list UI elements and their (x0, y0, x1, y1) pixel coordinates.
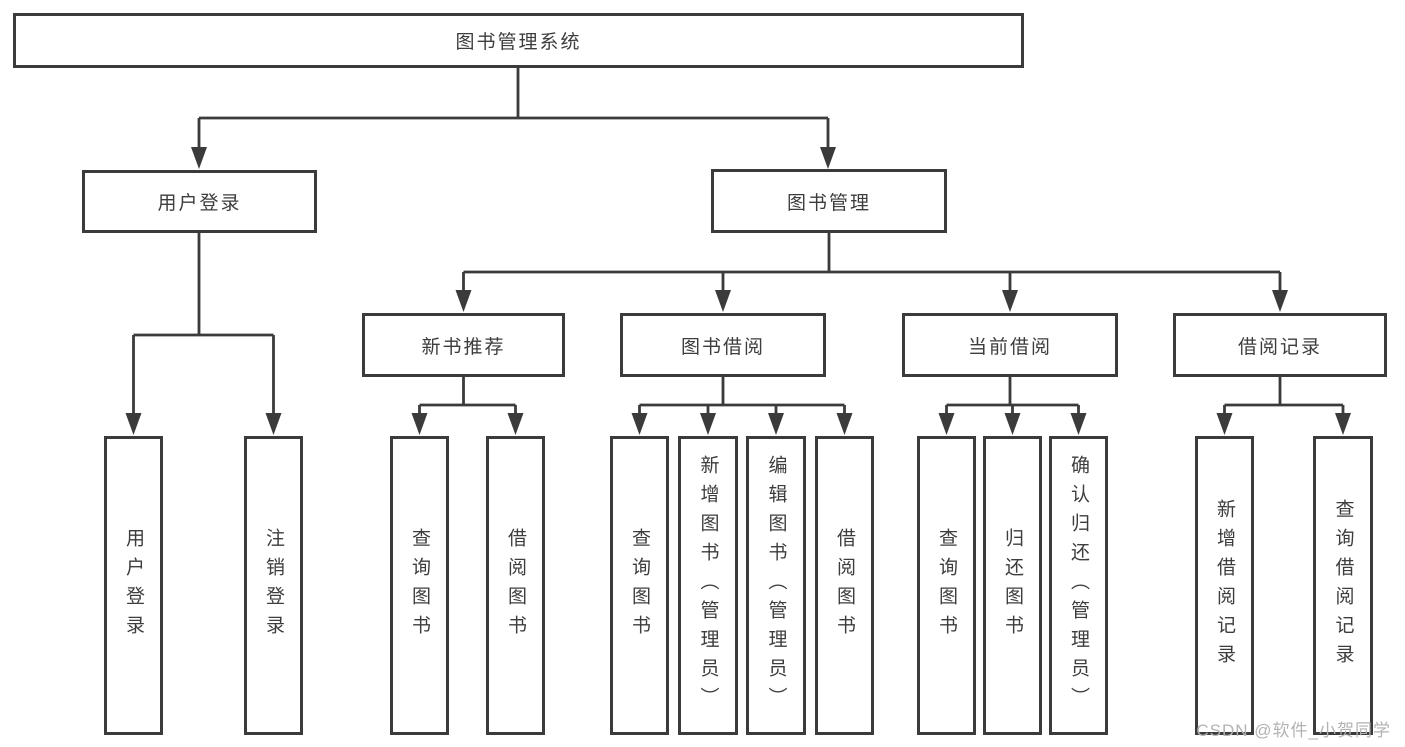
connector-book-borrow-branch (638, 377, 846, 417)
connector-borrow-records-branch (1223, 377, 1345, 417)
connector-new-book-rec-branch (418, 377, 517, 417)
connector-root-branch (197, 68, 830, 151)
leaf-borrow-books-rec: 借阅图书 (486, 436, 545, 735)
leaf-label: 查询图书 (629, 527, 650, 644)
arrow-down-icon (836, 413, 853, 435)
leaf-edit-books-admin: 编辑图书（管理员） (746, 436, 806, 735)
arrowheads (125, 147, 1351, 435)
arrow-down-icon (507, 413, 524, 435)
leaf-label: 查询图书 (936, 527, 957, 644)
arrow-down-icon (768, 413, 784, 435)
arrow-down-icon (938, 413, 955, 435)
leaf-add-borrow-record: 新增借阅记录 (1195, 436, 1254, 735)
connector-user-login-branch (132, 233, 275, 417)
node-current-borrow: 当前借阅 (902, 313, 1118, 377)
leaf-user-login: 用户登录 (104, 436, 163, 735)
watermark: CSDN @软件_小贺同学 (1196, 721, 1391, 740)
arrow-down-icon (1335, 413, 1351, 435)
arrow-down-icon (820, 147, 836, 169)
arrow-down-icon (265, 413, 282, 435)
arrow-down-icon (191, 147, 207, 169)
leaf-return-books: 归还图书 (983, 436, 1042, 735)
node-book-borrow: 图书借阅 (620, 313, 826, 377)
leaf-label: 借阅图书 (834, 527, 855, 644)
arrow-down-icon (125, 413, 142, 435)
leaf-label: 查询借阅记录 (1332, 498, 1354, 673)
arrow-down-icon (455, 290, 472, 312)
leaf-add-books-admin: 新增图书（管理员） (678, 436, 738, 735)
arrow-down-icon (1070, 413, 1087, 435)
arrow-down-icon (715, 290, 731, 312)
arrow-down-icon (1004, 413, 1021, 435)
leaf-logout: 注销登录 (244, 436, 303, 735)
leaf-label: 查询图书 (409, 527, 430, 644)
leaf-label: 新增借阅记录 (1214, 498, 1235, 673)
arrow-down-icon (631, 413, 648, 435)
leaf-borrow-books: 借阅图书 (815, 436, 874, 735)
leaf-label: 注销登录 (263, 527, 284, 644)
leaf-label: 借阅图书 (505, 527, 526, 644)
node-borrow-records: 借阅记录 (1173, 313, 1387, 377)
leaf-label: 新增图书（管理员） (697, 455, 719, 716)
arrow-down-icon (1002, 290, 1018, 312)
arrow-down-icon (411, 413, 428, 435)
leaf-label: 归还图书 (1002, 527, 1023, 644)
leaf-label: 用户登录 (123, 527, 144, 644)
leaf-query-borrow-record: 查询借阅记录 (1313, 436, 1373, 735)
node-book-mgmt: 图书管理 (711, 169, 947, 233)
node-root: 图书管理系统 (13, 13, 1024, 68)
connector-book-mgmt-branch (462, 233, 1282, 294)
node-new-book-rec: 新书推荐 (362, 313, 565, 377)
arrow-down-icon (700, 413, 716, 435)
arrow-down-icon (1216, 413, 1233, 435)
leaf-query-books-borrow: 查询图书 (610, 436, 669, 735)
leaf-confirm-return-admin: 确认归还（管理员） (1049, 436, 1108, 735)
leaf-query-books-rec: 查询图书 (390, 436, 449, 735)
node-user-login: 用户登录 (82, 170, 317, 233)
arrow-down-icon (1272, 290, 1288, 312)
leaf-label: 编辑图书（管理员） (765, 455, 787, 716)
leaf-query-books-current: 查询图书 (917, 436, 976, 735)
leaf-label: 确认归还（管理员） (1068, 455, 1089, 716)
connector-current-borrow-branch (945, 377, 1080, 417)
